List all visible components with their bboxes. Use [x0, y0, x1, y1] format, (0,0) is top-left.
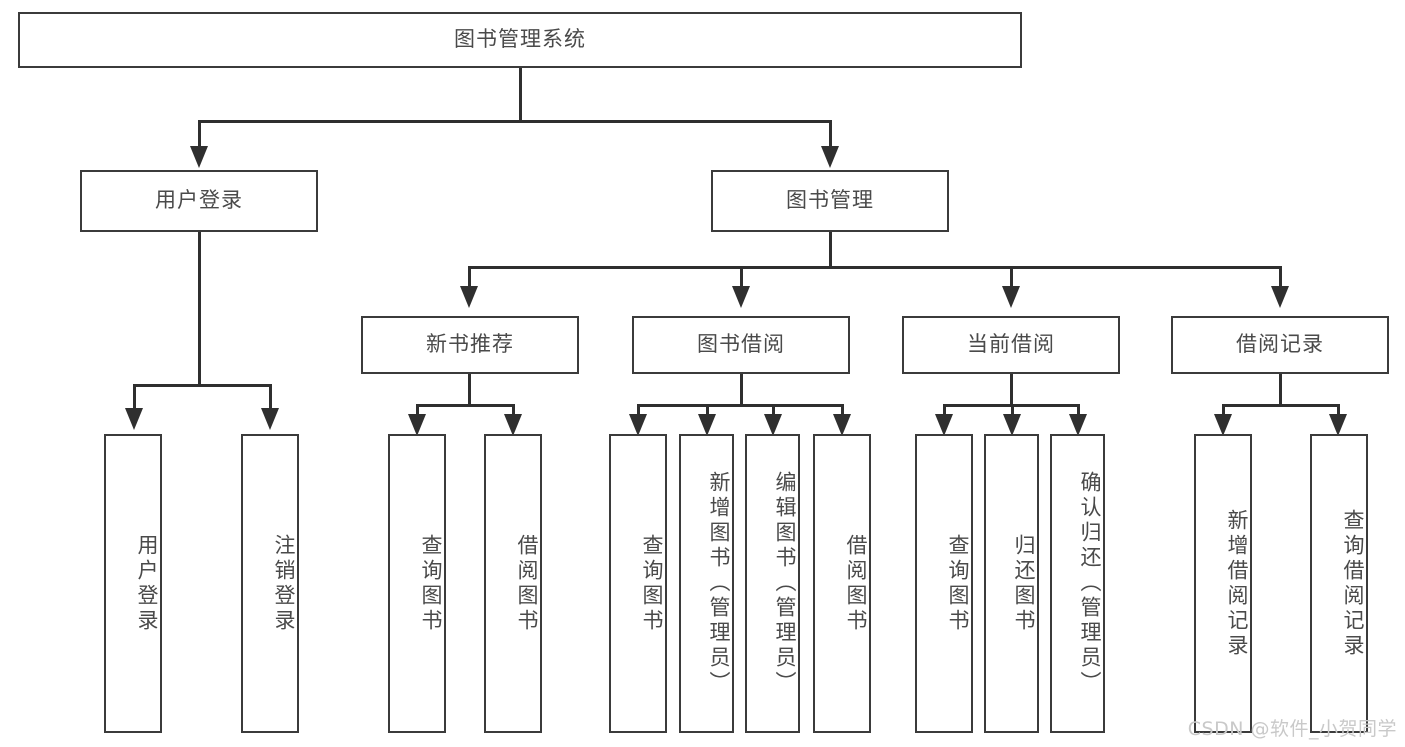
connector-book-manage-to-new-book [468, 266, 471, 288]
arrowhead-new-book-to-query [408, 414, 426, 436]
arrowhead-new-book-to-borrow [504, 414, 522, 436]
connector-current-borrow-stem [1010, 374, 1013, 406]
arrowhead-borrow-record-to-query [1329, 414, 1347, 436]
node-borrow-record[interactable]: 借阅记录 [1171, 316, 1389, 374]
node-user-login[interactable]: 用户登录 [80, 170, 318, 232]
connector-book-manage-to-current-borrow [1010, 266, 1013, 288]
connector-borrow-record-to-add [1222, 404, 1225, 416]
connector-new-book-to-borrow [512, 404, 515, 416]
connector-borrow-record-bar [1222, 404, 1339, 407]
arrowhead-root-to-user-login [190, 146, 208, 168]
node-leaf-query-record[interactable]: 查询借阅记录 [1310, 434, 1368, 733]
connector-new-book-to-query [416, 404, 419, 416]
node-leaf-edit-book[interactable]: 编辑图书（管理员） [745, 434, 800, 733]
node-leaf-borrow-book-2[interactable]: 借阅图书 [813, 434, 871, 733]
connector-new-book-bar [416, 404, 514, 407]
node-book-manage[interactable]: 图书管理 [711, 170, 949, 232]
connector-book-borrow-stem [740, 374, 743, 406]
arrowhead-book-borrow-to-borrow [833, 414, 851, 436]
node-root-label: 图书管理系统 [454, 27, 586, 52]
node-book-borrow[interactable]: 图书借阅 [632, 316, 850, 374]
connector-book-borrow-to-query [637, 404, 640, 416]
arrowhead-user-login-to-leaf-user-login [125, 408, 143, 430]
node-borrow-record-label: 借阅记录 [1236, 332, 1324, 357]
connector-book-manage-to-book-borrow [740, 266, 743, 288]
connector-current-borrow-to-query [943, 404, 946, 416]
connector-book-borrow-to-edit [772, 404, 775, 416]
connector-book-manage-to-borrow-record [1279, 266, 1282, 288]
connector-user-login-to-leaf-user-login [133, 384, 136, 410]
node-book-manage-label: 图书管理 [786, 188, 874, 213]
node-leaf-query-book-1[interactable]: 查询图书 [388, 434, 446, 733]
watermark-text: CSDN @软件_小贺同学 [1187, 718, 1397, 740]
node-leaf-query-book-3-label: 查询图书 [946, 533, 970, 634]
node-leaf-add-record[interactable]: 新增借阅记录 [1194, 434, 1252, 733]
node-leaf-borrow-book-2-label: 借阅图书 [844, 533, 868, 634]
node-current-borrow-label: 当前借阅 [967, 332, 1055, 357]
node-leaf-confirm-return-label: 确认归还（管理员） [1078, 471, 1102, 696]
node-current-borrow[interactable]: 当前借阅 [902, 316, 1120, 374]
connector-user-login-to-leaf-logout [269, 384, 272, 410]
connector-borrow-record-stem [1279, 374, 1282, 406]
arrowhead-book-borrow-to-edit [764, 414, 782, 436]
node-leaf-borrow-book-1[interactable]: 借阅图书 [484, 434, 542, 733]
node-leaf-return-book-label: 归还图书 [1012, 533, 1036, 634]
node-leaf-edit-book-label: 编辑图书（管理员） [773, 471, 797, 696]
connector-current-borrow-to-return [1011, 404, 1014, 416]
connector-current-borrow-to-confirm [1077, 404, 1080, 416]
arrowhead-current-borrow-to-query [935, 414, 953, 436]
node-user-login-label: 用户登录 [155, 188, 243, 213]
arrowhead-book-borrow-to-query [629, 414, 647, 436]
connector-book-borrow-bar [637, 404, 843, 407]
node-leaf-user-login[interactable]: 用户登录 [104, 434, 162, 733]
node-new-book-rec[interactable]: 新书推荐 [361, 316, 579, 374]
node-leaf-query-record-label: 查询借阅记录 [1341, 508, 1365, 659]
node-leaf-add-book[interactable]: 新增图书（管理员） [679, 434, 734, 733]
arrowhead-book-manage-to-borrow-record [1271, 286, 1289, 308]
connector-user-login-bar [133, 384, 271, 387]
node-leaf-user-login-label: 用户登录 [135, 533, 159, 634]
node-leaf-query-book-2[interactable]: 查询图书 [609, 434, 667, 733]
connector-root-bar [198, 120, 832, 123]
connector-user-login-stem [198, 232, 201, 386]
arrowhead-book-manage-to-new-book [460, 286, 478, 308]
node-new-book-rec-label: 新书推荐 [426, 332, 514, 357]
node-leaf-add-book-label: 新增图书（管理员） [707, 471, 731, 696]
node-root[interactable]: 图书管理系统 [18, 12, 1022, 68]
arrowhead-book-manage-to-book-borrow [732, 286, 750, 308]
connector-root-stem [519, 68, 522, 122]
arrowhead-book-borrow-to-add [698, 414, 716, 436]
connector-book-borrow-to-add [706, 404, 709, 416]
arrowhead-borrow-record-to-add [1214, 414, 1232, 436]
node-leaf-logout-label: 注销登录 [272, 533, 296, 634]
node-leaf-borrow-book-1-label: 借阅图书 [515, 533, 539, 634]
arrowhead-root-to-book-manage [821, 146, 839, 168]
node-leaf-logout[interactable]: 注销登录 [241, 434, 299, 733]
connector-book-manage-bar [468, 266, 1281, 269]
arrowhead-current-borrow-to-confirm [1069, 414, 1087, 436]
node-leaf-add-record-label: 新增借阅记录 [1225, 508, 1249, 659]
arrowhead-book-manage-to-current-borrow [1002, 286, 1020, 308]
connector-root-to-book-manage [829, 120, 832, 148]
node-leaf-confirm-return[interactable]: 确认归还（管理员） [1050, 434, 1105, 733]
arrowhead-current-borrow-to-return [1003, 414, 1021, 436]
connector-book-manage-stem [829, 232, 832, 268]
arrowhead-user-login-to-leaf-logout [261, 408, 279, 430]
node-leaf-query-book-3[interactable]: 查询图书 [915, 434, 973, 733]
connector-book-borrow-to-borrow [841, 404, 844, 416]
connector-borrow-record-to-query [1337, 404, 1340, 416]
connector-root-to-user-login [198, 120, 201, 148]
node-leaf-return-book[interactable]: 归还图书 [984, 434, 1039, 733]
node-book-borrow-label: 图书借阅 [697, 332, 785, 357]
node-leaf-query-book-1-label: 查询图书 [419, 533, 443, 634]
connector-new-book-stem [468, 374, 471, 406]
node-leaf-query-book-2-label: 查询图书 [640, 533, 664, 634]
